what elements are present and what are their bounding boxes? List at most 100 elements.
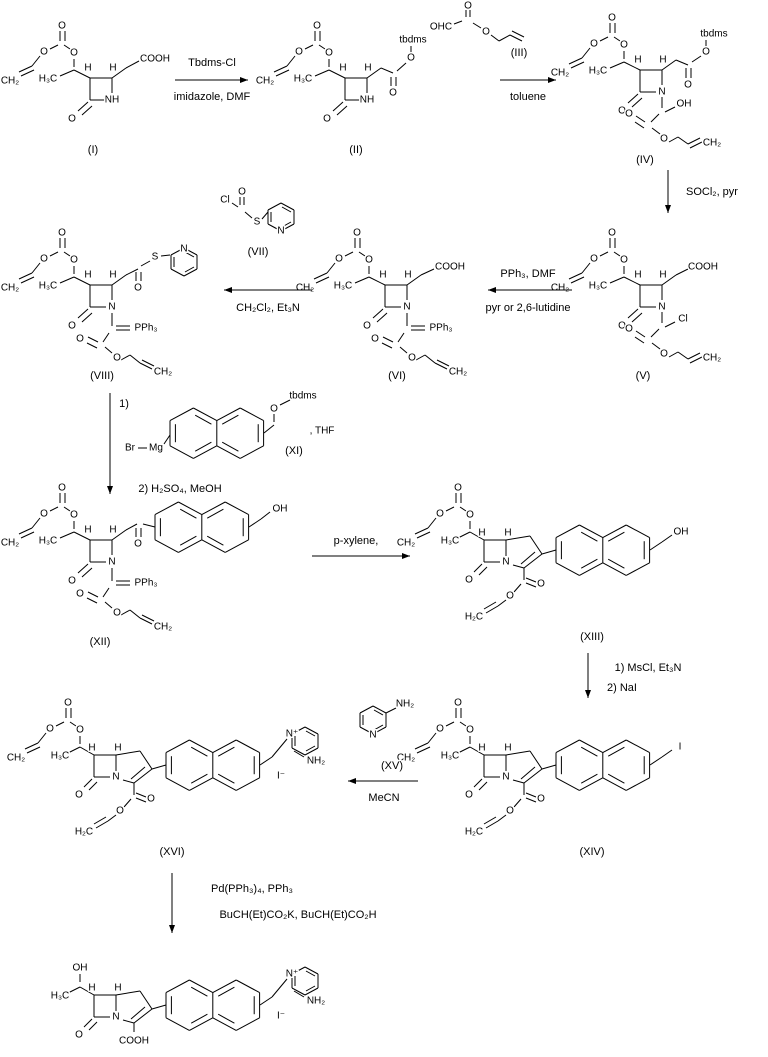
bond <box>160 254 171 257</box>
bond <box>178 501 203 516</box>
bond <box>304 44 314 50</box>
atom-label: O <box>40 509 48 520</box>
bond <box>20 276 35 284</box>
bond <box>170 268 185 277</box>
bond <box>20 531 35 539</box>
reagent-text: PPh₃, DMF <box>500 268 555 280</box>
bond <box>607 531 625 542</box>
bond <box>675 59 689 66</box>
bond <box>581 47 591 59</box>
atom-label: CH₂ <box>551 68 569 79</box>
atom-label: O <box>408 353 416 364</box>
bond <box>141 359 155 367</box>
bond <box>344 251 354 257</box>
bond <box>625 562 650 576</box>
bond <box>102 587 110 598</box>
bond <box>263 424 275 434</box>
atom-label: COOH <box>140 54 170 65</box>
atom-label: N <box>403 302 410 313</box>
bond <box>613 251 621 257</box>
bond <box>373 709 384 716</box>
bond <box>691 55 702 63</box>
atom-label: O <box>75 790 83 801</box>
atom-label: O <box>537 794 545 805</box>
bond <box>568 57 583 65</box>
bond <box>512 564 525 569</box>
bond <box>169 407 194 422</box>
atom-label: OH <box>73 963 88 974</box>
atom-label: H <box>88 983 95 994</box>
bond <box>69 721 77 727</box>
bond <box>631 312 643 323</box>
reagent-text: CH₂Cl₂, Et₃N <box>236 302 300 314</box>
bond <box>163 434 171 445</box>
bond <box>55 721 65 727</box>
bond <box>459 721 467 727</box>
bond <box>358 251 366 257</box>
bond <box>201 501 226 516</box>
atom-label: O <box>75 1030 83 1041</box>
atom-label: S <box>254 217 261 228</box>
atom-label: O <box>76 725 84 736</box>
bond <box>67 986 81 994</box>
bond <box>570 276 585 284</box>
bond <box>599 36 609 42</box>
bond <box>184 251 195 258</box>
bond <box>87 591 99 598</box>
atom-label: S <box>152 252 159 263</box>
bond <box>651 342 661 350</box>
atom-label: PPh₃ <box>135 578 158 589</box>
bond <box>77 563 89 574</box>
bond <box>190 746 208 757</box>
bond <box>291 747 306 756</box>
reagent-text: toluene <box>510 91 546 103</box>
bond <box>217 746 235 757</box>
atom-label: O <box>325 48 333 59</box>
bond <box>579 739 604 754</box>
bond <box>217 1013 235 1024</box>
bond <box>179 535 197 546</box>
atom-label: OHC <box>430 22 452 33</box>
bond <box>668 136 679 143</box>
atom-label: N <box>502 772 509 783</box>
bond <box>133 1008 153 1024</box>
atom-label: O <box>466 725 474 736</box>
bond <box>120 354 131 361</box>
atom-label: O <box>70 48 78 59</box>
atom-label: O <box>64 698 72 709</box>
bond <box>189 777 214 791</box>
bond <box>469 746 485 756</box>
bond <box>102 332 110 343</box>
atom-label: O <box>608 13 616 24</box>
atom-label: O <box>116 806 124 817</box>
bond <box>664 321 676 328</box>
bond <box>189 739 214 754</box>
atom-label: O <box>436 509 444 520</box>
bond <box>602 562 627 576</box>
atom-label: Cl <box>220 195 229 206</box>
bond <box>354 276 370 284</box>
bond <box>280 223 295 232</box>
bond <box>381 342 393 349</box>
bond <box>83 1018 93 1028</box>
compound-label-III: (III) <box>511 47 528 59</box>
bond <box>104 346 113 354</box>
atom-label: O <box>58 228 66 239</box>
compound-label-VIII: (VIII) <box>90 370 114 382</box>
reagent-text: imidazole, DMF <box>174 91 251 103</box>
bond <box>607 558 625 569</box>
reagent-text: MeCN <box>368 792 399 804</box>
bond <box>314 69 330 77</box>
bond <box>279 399 291 406</box>
reagent-text: Tbdms-Cl <box>188 57 236 69</box>
atom-label: H <box>84 63 91 74</box>
bond <box>293 990 305 998</box>
atom-label: N <box>108 302 115 313</box>
bond <box>525 797 537 803</box>
bond <box>231 202 239 208</box>
bond <box>520 551 536 565</box>
atom-label: O <box>40 47 48 58</box>
bond <box>170 247 185 256</box>
bond <box>151 1004 167 1010</box>
bond <box>125 60 140 69</box>
